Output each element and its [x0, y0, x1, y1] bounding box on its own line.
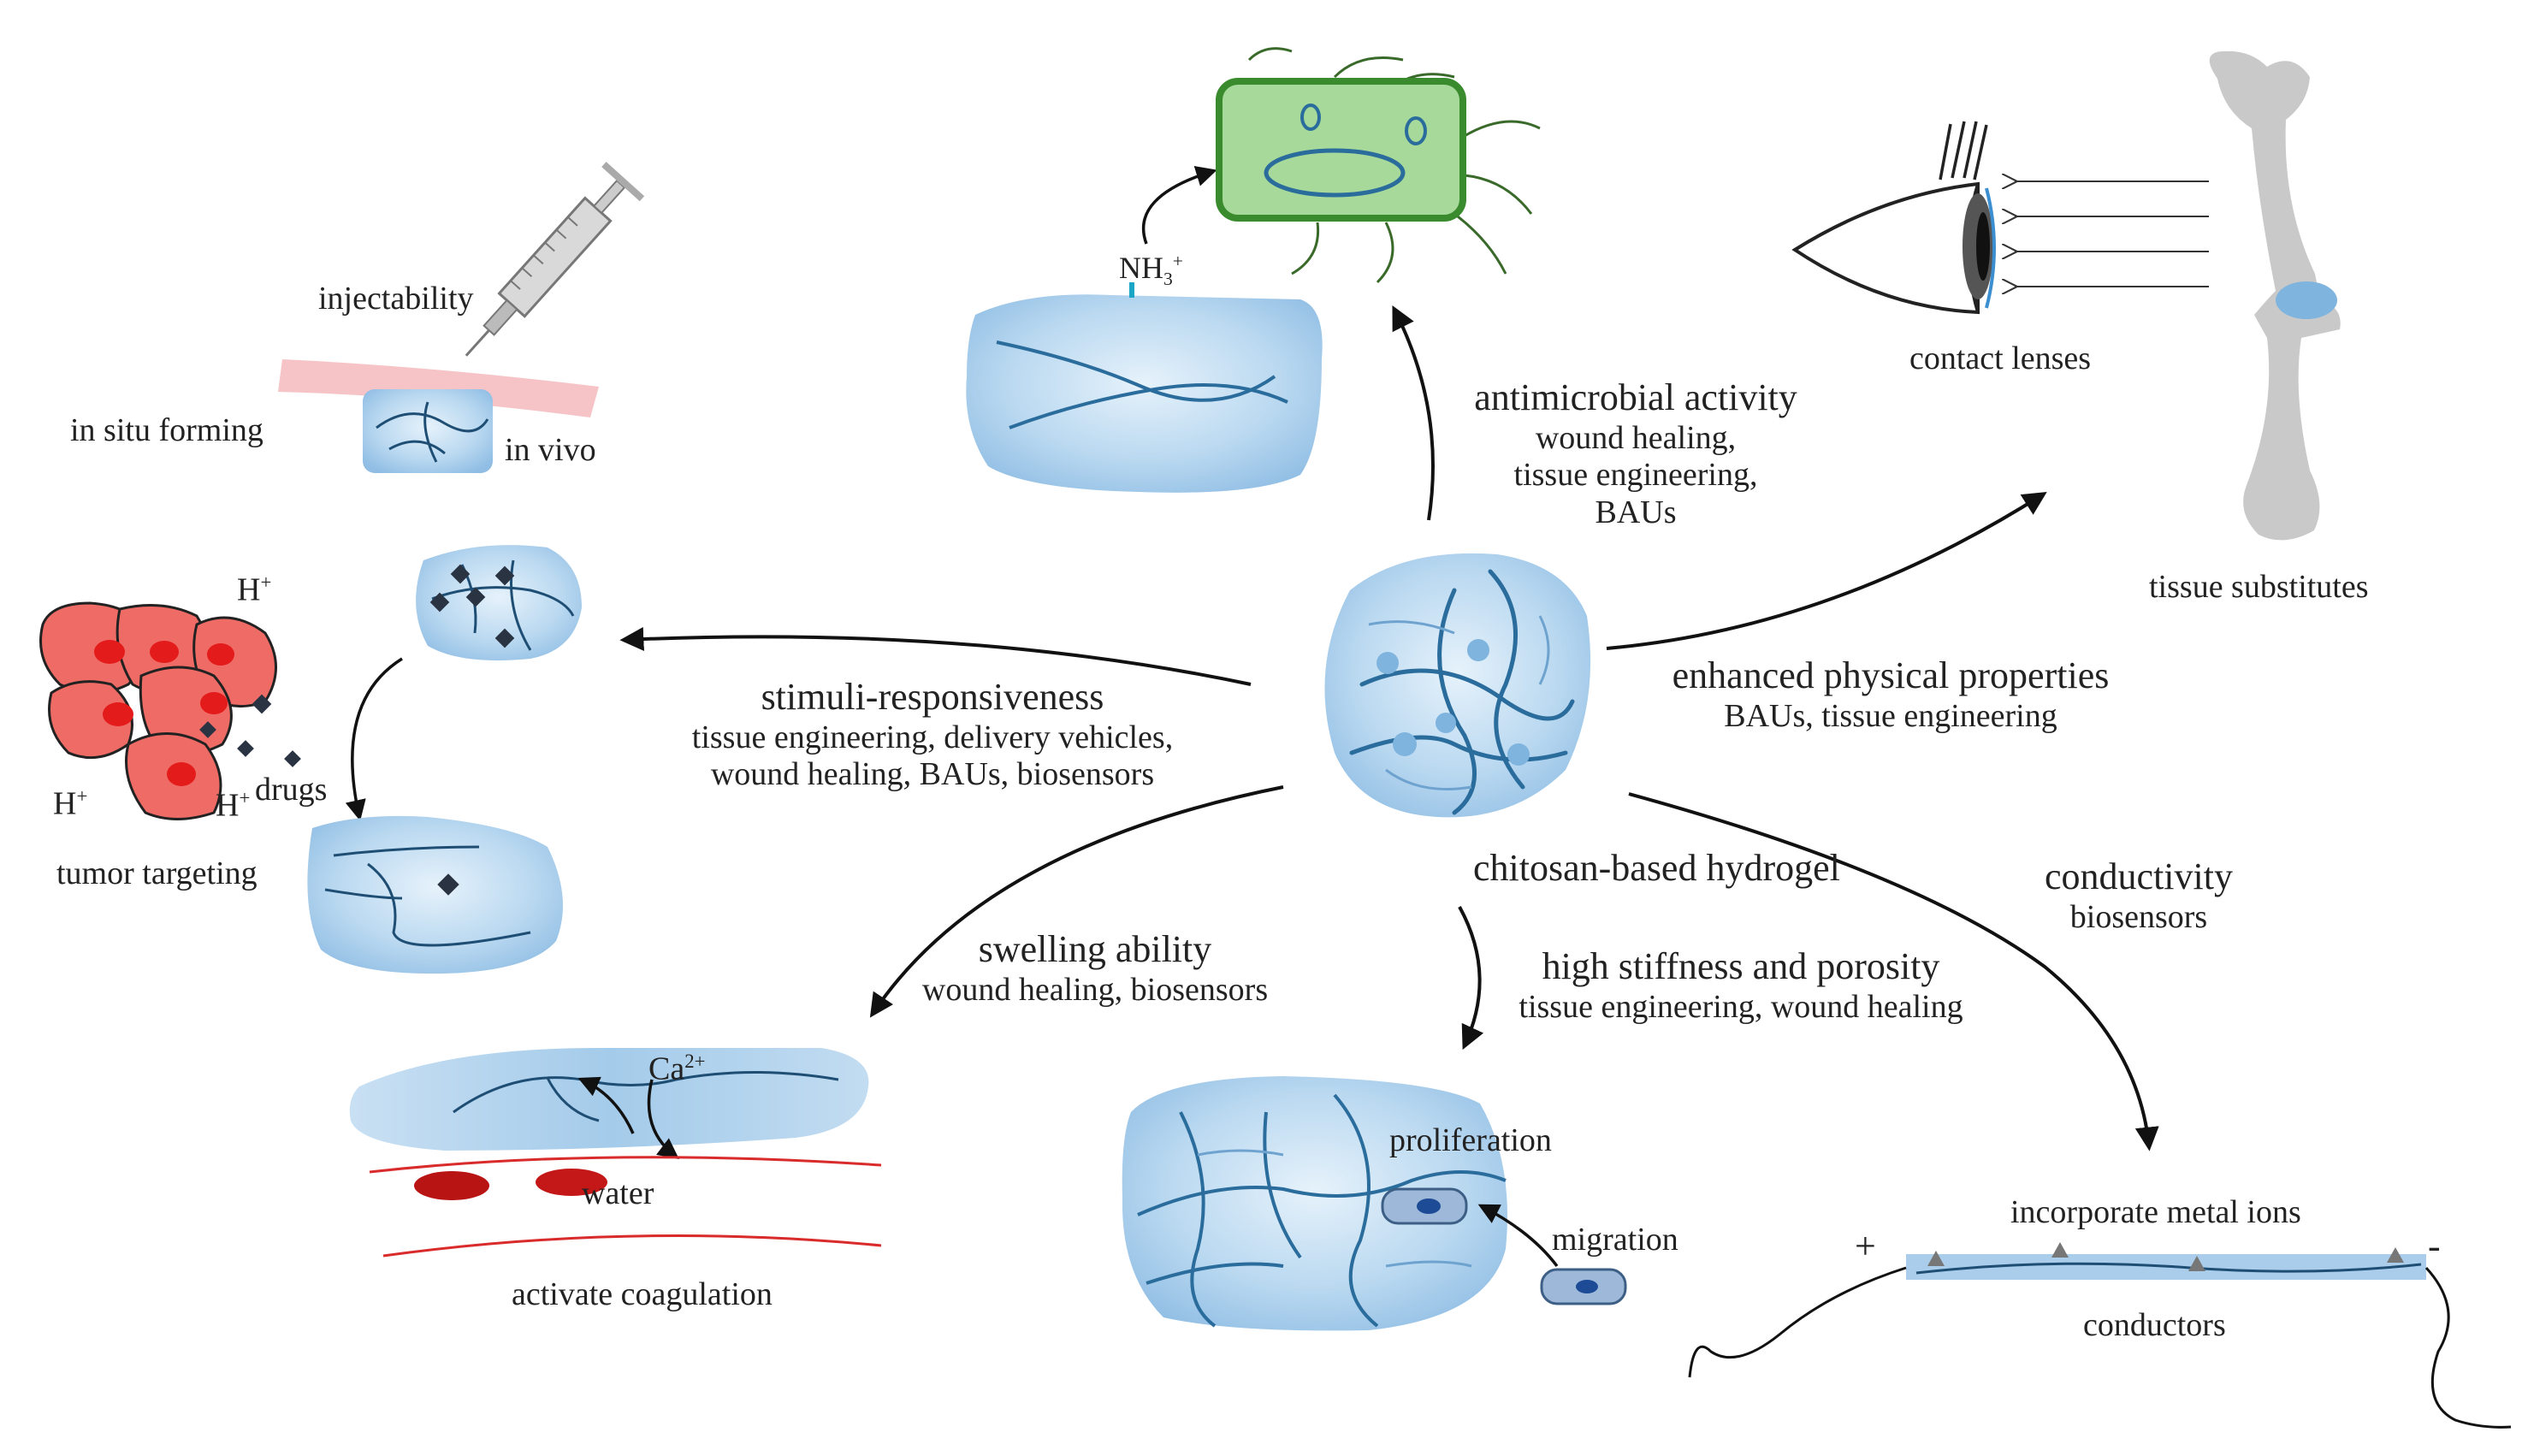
property-title: stimuli-responsiveness [761, 676, 1104, 718]
property-application: wound healing, [1535, 419, 1737, 456]
activate-coagulation-label: activate coagulation [512, 1276, 773, 1312]
stiffness-illustration [1122, 1076, 1627, 1331]
proton-label: H+ [53, 785, 88, 822]
property-title: conductivity [2045, 855, 2233, 897]
contact-lenses-label: contact lenses [1909, 340, 2092, 376]
eye-illustration [1791, 121, 1996, 315]
conductors-label: conductors [2083, 1307, 2226, 1343]
conductivity-property: conductivity biosensors [2045, 855, 2233, 936]
in-vivo-label: in vivo [505, 432, 596, 468]
property-application: BAUs [1595, 494, 1677, 530]
property-arrows [619, 305, 2159, 1151]
property-application: tissue engineering, delivery vehicles, [691, 719, 1174, 755]
property-title: high stiffness and porosity [1542, 945, 1940, 987]
bone-illustration [2209, 50, 2341, 541]
property-application: tissue engineering, [1513, 457, 1758, 494]
antimicrobial-property: antimicrobial activity wound healing, ti… [1474, 376, 1797, 532]
calcium-ion-label: Ca2+ [648, 1051, 706, 1087]
ammonium-label: NH3+ [1119, 251, 1183, 290]
stimuli-responsiveness-property: stimuli-responsiveness tissue engineerin… [692, 676, 1173, 794]
property-application: wound healing, BAUs, biosensors [710, 756, 1155, 793]
property-application: wound healing, biosensors [921, 971, 1269, 1008]
property-application: BAUs, tissue engineering [1724, 697, 2057, 734]
central-hydrogel [1324, 553, 1591, 818]
tissue-substitutes-label: tissue substitutes [2149, 569, 2369, 605]
positive-terminal-label: + [1855, 1225, 1876, 1267]
stimuli-illustration [307, 545, 582, 974]
metal-ions-label: incorporate metal ions [2010, 1194, 2301, 1230]
property-title: swelling ability [978, 928, 1212, 970]
swelling-illustration [349, 1048, 882, 1258]
in-situ-forming-label: in situ forming [70, 412, 263, 448]
central-hydrogel-label: chitosan-based hydrogel [1473, 847, 1840, 889]
stiffness-porosity-property: high stiffness and porosity tissue engin… [1519, 945, 1963, 1026]
negative-terminal-label: - [2428, 1225, 2441, 1267]
antimicrobial-illustration [966, 47, 1541, 493]
proton-label: H+ [216, 787, 251, 824]
drugs-label: drugs [255, 772, 328, 808]
water-label: water [582, 1175, 654, 1211]
tumor-targeting-label: tumor targeting [56, 855, 258, 891]
migration-label: migration [1552, 1222, 1678, 1258]
property-application: tissue engineering, wound healing [1519, 988, 1963, 1025]
injectability-illustration [278, 162, 645, 473]
conductivity-illustration [1688, 1242, 2512, 1429]
property-title: antimicrobial activity [1474, 376, 1797, 418]
property-application: biosensors [2069, 898, 2208, 935]
proliferation-label: proliferation [1389, 1122, 1552, 1158]
enhanced-physical-property: enhanced physical properties BAUs, tissu… [1672, 654, 2110, 735]
property-title: enhanced physical properties [1672, 654, 2110, 696]
injectability-label: injectability [318, 281, 474, 317]
lens-arrows [2015, 181, 2209, 287]
proton-label: H+ [237, 571, 272, 608]
swelling-ability-property: swelling ability wound healing, biosenso… [922, 928, 1268, 1009]
tumor-illustration [39, 601, 301, 820]
